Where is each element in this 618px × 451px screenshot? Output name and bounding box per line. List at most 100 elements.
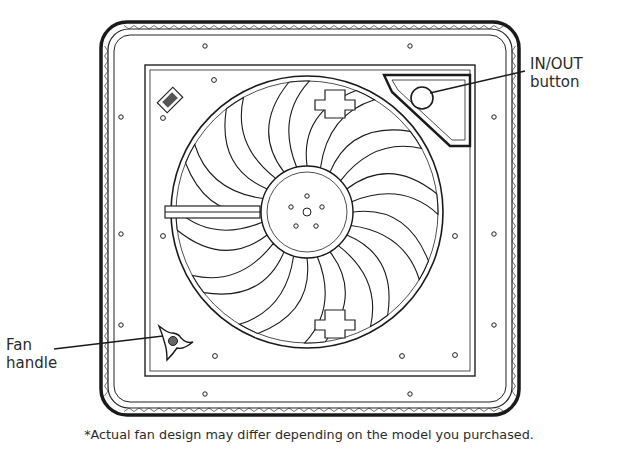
housing-pattern-mark xyxy=(204,408,214,412)
housing-pattern-mark xyxy=(174,408,184,412)
housing-pattern-mark xyxy=(314,408,324,412)
housing-pattern-mark xyxy=(512,136,516,146)
housing-pattern-mark xyxy=(512,206,516,216)
housing-pattern-mark xyxy=(512,156,516,166)
housing-pattern-mark xyxy=(105,306,109,316)
housing-pattern-mark xyxy=(414,26,424,30)
housing-pattern-mark xyxy=(244,408,254,412)
frame-screws xyxy=(119,44,496,396)
housing-pattern-mark xyxy=(134,408,144,412)
housing-pattern-mark xyxy=(454,408,464,412)
housing-pattern-mark xyxy=(512,116,516,126)
housing-pattern-mark xyxy=(194,26,204,30)
housing-pattern-mark xyxy=(184,26,194,30)
fan-blade xyxy=(338,235,389,327)
fan-handle-knob xyxy=(159,326,193,360)
housing-pattern-mark xyxy=(384,408,394,412)
housing-rim xyxy=(108,29,512,408)
housing-pattern-mark xyxy=(512,126,516,136)
leader-line xyxy=(54,336,163,349)
housing-pattern-mark xyxy=(512,246,516,256)
housing-pattern-mark xyxy=(484,26,494,30)
housing-pattern-mark xyxy=(324,408,334,412)
control-panel-inner xyxy=(392,80,465,140)
housing-pattern-mark xyxy=(444,26,454,30)
housing-pattern-mark xyxy=(334,26,344,30)
housing-pattern-mark xyxy=(512,86,516,96)
housing-pattern-mark xyxy=(294,26,304,30)
housing-pattern-mark xyxy=(105,376,109,386)
housing-pattern-mark xyxy=(474,408,484,412)
vent-housing xyxy=(101,22,519,415)
housing-pattern-mark xyxy=(512,106,516,116)
housing-pattern-mark xyxy=(474,26,484,30)
housing-pattern-mark xyxy=(144,26,154,30)
housing-pattern-mark xyxy=(304,408,314,412)
housing-pattern-mark xyxy=(105,336,109,346)
housing-pattern-mark xyxy=(105,186,109,196)
housing-pattern-mark xyxy=(414,408,424,412)
housing-pattern-mark xyxy=(304,26,314,30)
fan-hub xyxy=(261,166,353,258)
housing-pattern-mark xyxy=(404,26,414,30)
housing-pattern-mark xyxy=(512,196,516,206)
housing-pattern-mark xyxy=(105,56,109,66)
housing-pattern-mark xyxy=(512,306,516,316)
housing-pattern-mark xyxy=(334,408,344,412)
housing-pattern-mark xyxy=(105,366,109,376)
housing-pattern-mark xyxy=(234,26,244,30)
housing-pattern-mark xyxy=(512,346,516,356)
hub-holes xyxy=(289,194,324,228)
in-out-button xyxy=(411,87,433,109)
housing-pattern-mark xyxy=(105,136,109,146)
housing-pattern-mark xyxy=(264,26,274,30)
caption: *Actual fan design may differ depending … xyxy=(0,427,618,442)
housing-pattern-mark xyxy=(384,26,394,30)
callout-label: IN/OUT button xyxy=(530,55,592,91)
fan-blade xyxy=(192,243,284,294)
housing-pattern-mark xyxy=(512,336,516,346)
housing-pattern-mark xyxy=(105,236,109,246)
housing-pattern-mark xyxy=(105,356,109,366)
housing-pattern-mark xyxy=(105,86,109,96)
callout-wrap: Fan handle xyxy=(6,336,66,372)
housing-pattern-mark xyxy=(274,408,284,412)
housing-pattern-mark xyxy=(512,56,516,66)
housing-pattern-mark xyxy=(314,26,324,30)
housing-pattern-mark xyxy=(512,266,516,276)
caption-wrap: *Actual fan design may differ depending … xyxy=(0,427,618,442)
housing-pattern-mark xyxy=(194,408,204,412)
fan-blade xyxy=(330,130,422,181)
fan-plate-inner xyxy=(150,70,470,371)
housing-pattern-mark xyxy=(224,408,234,412)
housing-pattern-mark xyxy=(294,408,304,412)
housing-pattern-mark xyxy=(234,408,244,412)
housing-pattern-mark xyxy=(124,408,134,412)
housing-pattern-mark xyxy=(512,296,516,306)
housing-pattern-mark xyxy=(154,408,164,412)
housing-pattern-mark xyxy=(105,246,109,256)
housing-pattern-mark xyxy=(154,26,164,30)
housing-pattern-mark xyxy=(512,386,516,396)
housing-pattern-mark xyxy=(254,26,264,30)
housing-pattern-mark xyxy=(144,408,154,412)
housing-pattern-mark xyxy=(105,176,109,186)
housing-pattern-mark xyxy=(394,408,404,412)
housing-pattern-mark xyxy=(105,296,109,306)
housing-pattern-mark xyxy=(394,26,404,30)
housing-pattern-mark xyxy=(164,408,174,412)
housing-pattern-mark xyxy=(344,26,354,30)
housing-pattern-mark xyxy=(424,408,434,412)
housing-pattern-mark xyxy=(284,26,294,30)
housing-pattern-mark xyxy=(512,176,516,186)
housing-pattern-mark xyxy=(512,226,516,236)
housing-pattern-mark xyxy=(494,26,504,30)
logo-badge xyxy=(157,87,182,112)
housing-pattern-mark xyxy=(512,366,516,376)
housing-pattern-mark xyxy=(214,408,224,412)
housing-pattern-mark xyxy=(105,156,109,166)
housing-pattern-mark xyxy=(444,408,454,412)
fan-hub-inner xyxy=(267,172,347,252)
housing-pattern-mark xyxy=(494,408,504,412)
